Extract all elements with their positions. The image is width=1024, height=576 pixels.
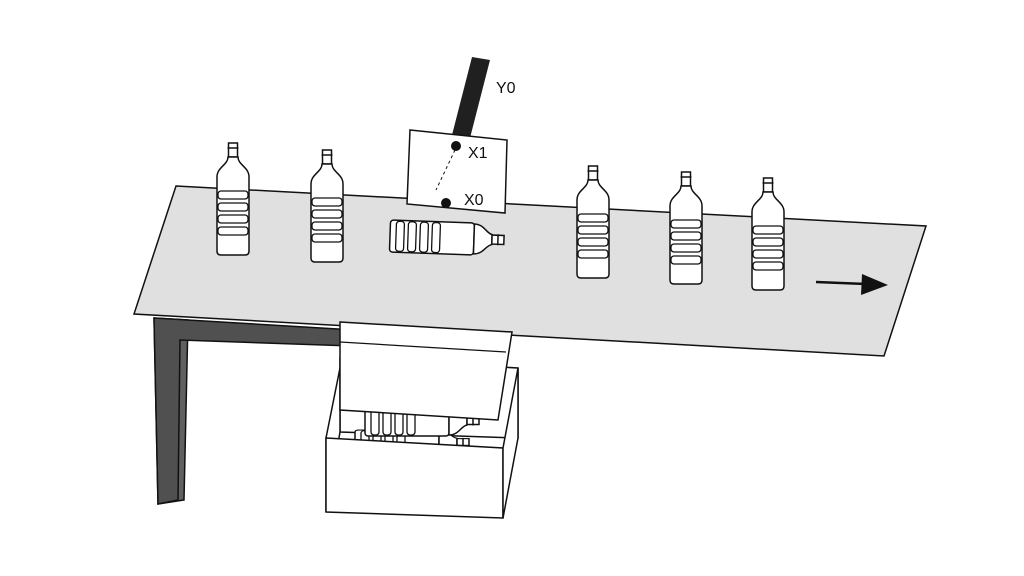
bottle-icon (576, 165, 610, 279)
label-y0: Y0 (496, 80, 516, 97)
sensor-head (406, 129, 508, 214)
sensor-x0-dot (441, 198, 451, 208)
bottle-icon (216, 142, 250, 256)
sensor-x1-dot (451, 141, 461, 151)
bottle-icon (751, 177, 785, 291)
sensor-arm (452, 57, 490, 138)
collection-box (325, 321, 519, 519)
label-x1: X1 (468, 145, 488, 162)
arrow-right-icon (815, 274, 888, 295)
bottle-icon (310, 149, 344, 263)
sensor-beam (435, 149, 456, 191)
label-x0: X0 (464, 192, 484, 209)
box-flap (339, 321, 513, 421)
bottle-icon (669, 171, 703, 285)
